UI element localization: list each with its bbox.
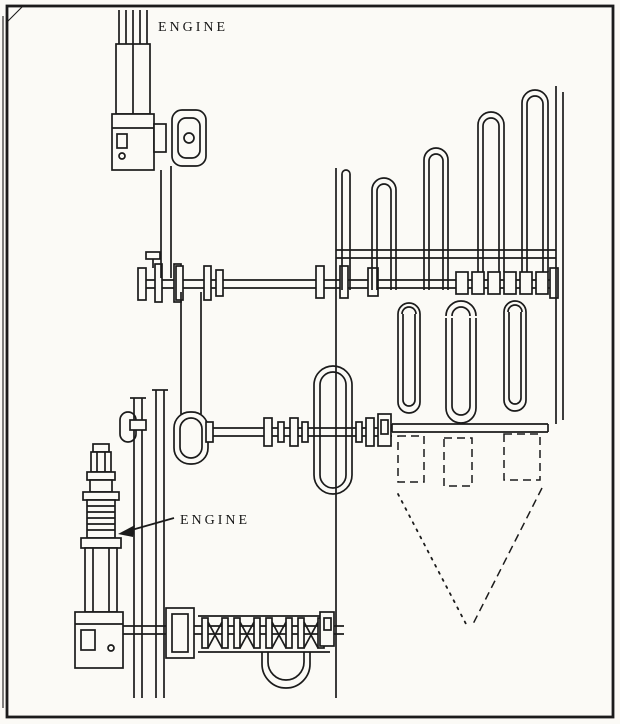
bottom-engine — [74, 443, 124, 669]
middle-belt — [173, 292, 209, 465]
engine-pointer-arrow — [118, 517, 175, 537]
dashed-foundation — [397, 433, 543, 627]
bottom-shaft — [123, 607, 344, 659]
u-pipe — [261, 652, 311, 689]
pipe-bank-lower — [391, 312, 549, 433]
border-frame — [2, 4, 615, 719]
top-belt — [160, 166, 172, 278]
support-rail — [336, 249, 556, 259]
pipe-return-bends — [397, 300, 527, 317]
engine-label-top: ENGINE — [158, 20, 228, 35]
belt-loop — [313, 365, 353, 495]
pipe-bank-upper — [341, 86, 564, 424]
second-line-shaft — [205, 413, 392, 447]
bottom-engine-belts — [119, 389, 168, 698]
top-engine-flywheel — [171, 109, 207, 167]
main-line-shaft — [137, 251, 559, 303]
top-engine — [111, 10, 167, 171]
engine-label-bottom: ENGINE — [180, 513, 250, 528]
